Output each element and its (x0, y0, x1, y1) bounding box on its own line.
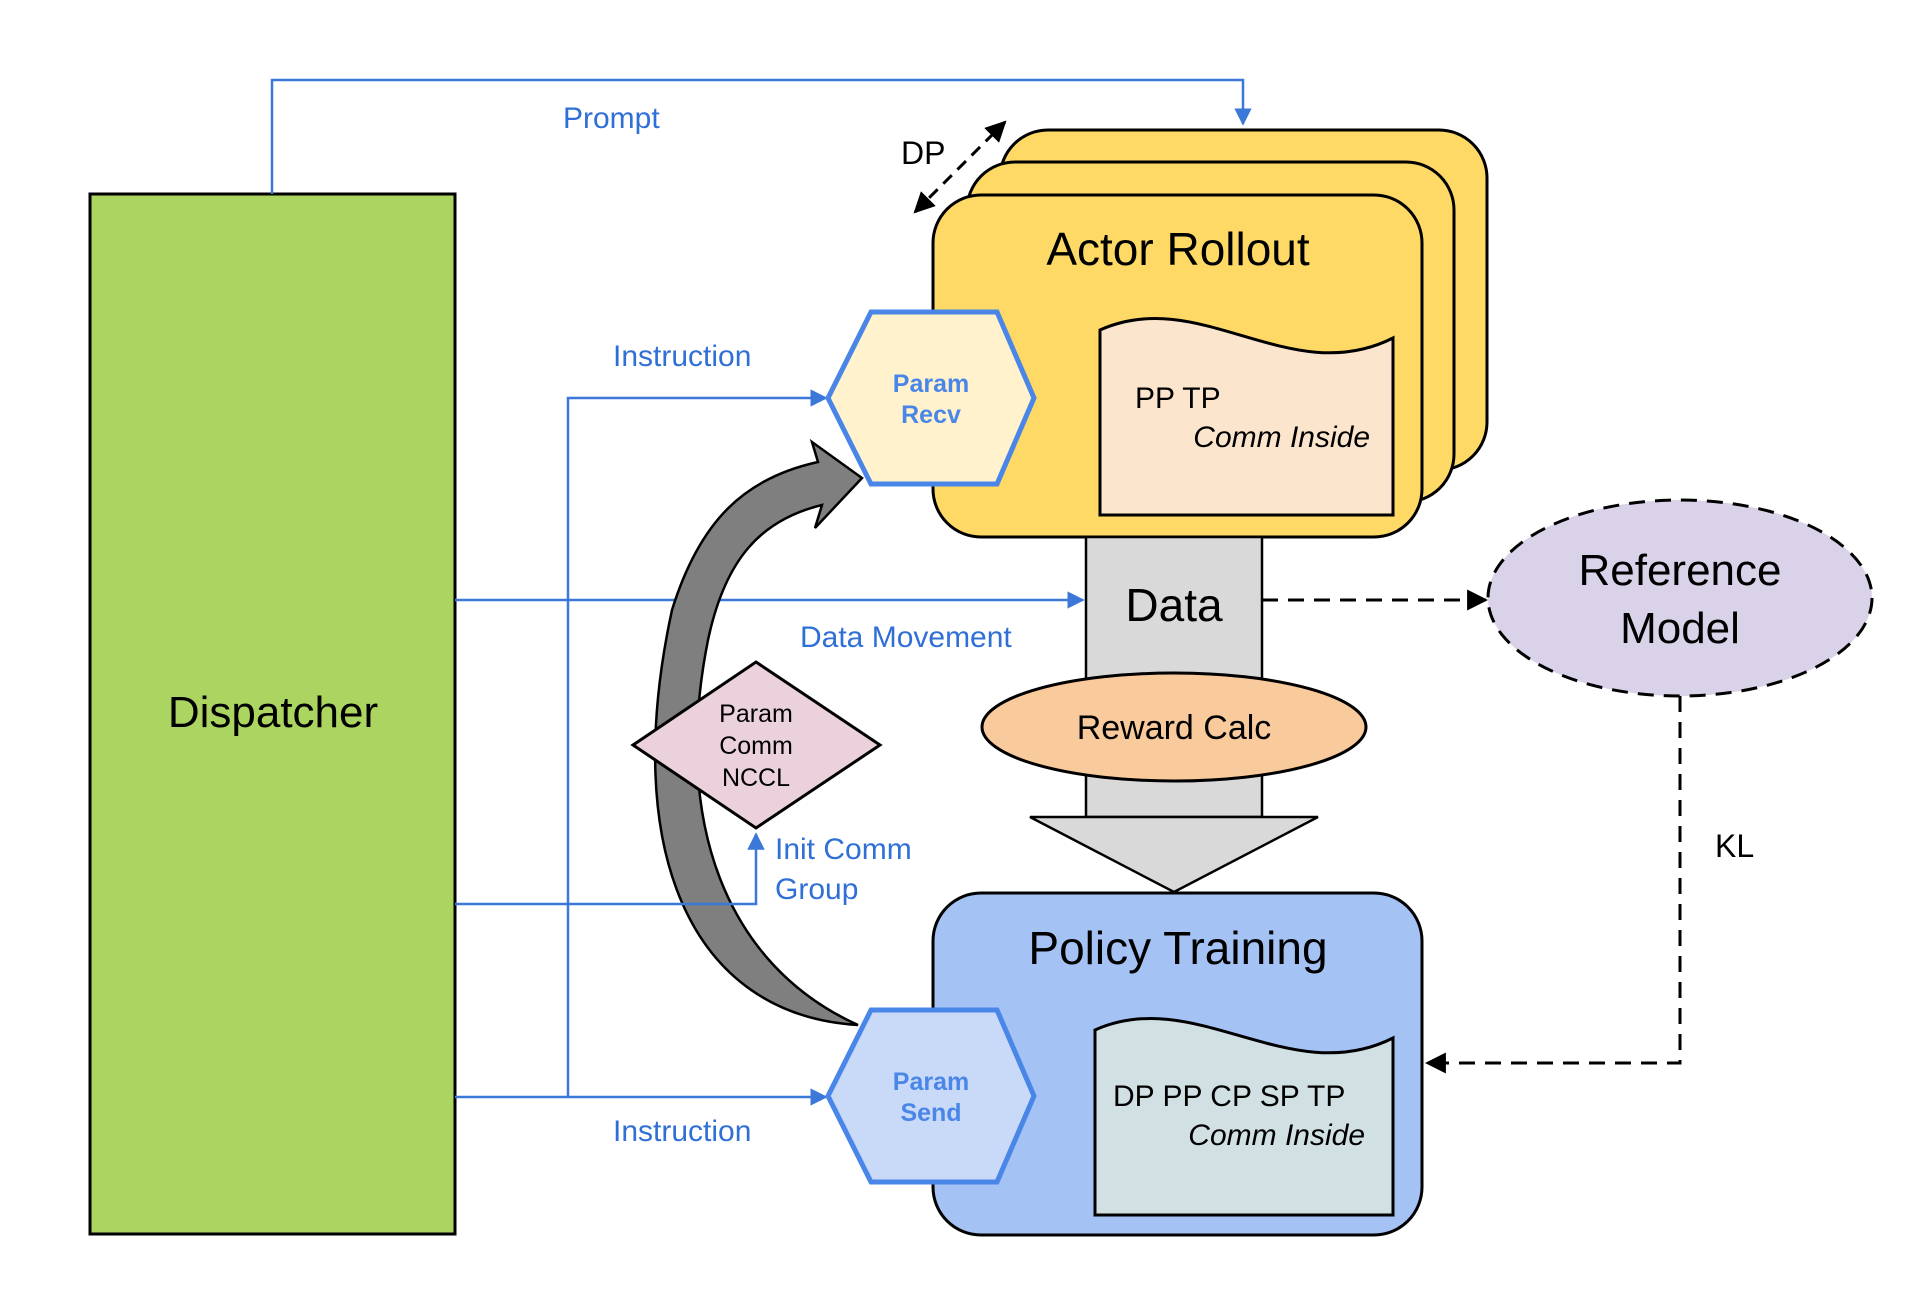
reward-calc-ellipse (980, 671, 1368, 783)
instruction-top-label: Instruction (613, 340, 751, 373)
dispatcher-label: Dispatcher (168, 688, 378, 737)
kl-label: KL (1715, 828, 1754, 864)
policy-parallel-doc (1093, 1017, 1395, 1217)
dispatcher-box (88, 192, 457, 1236)
policy-comm-label: Comm Inside (1188, 1119, 1365, 1152)
param-recv-hexagon (825, 309, 1037, 487)
init-comm-label-2: Group (775, 873, 858, 906)
actor-comm-label: Comm Inside (1193, 421, 1370, 454)
param-comm-line-3: NCCL (722, 764, 790, 792)
data-flow-head (1029, 815, 1319, 894)
param-comm-diamond (630, 660, 883, 830)
instruction-bottom-label: Instruction (613, 1115, 751, 1148)
init-comm-label-1: Init Comm (775, 833, 912, 866)
param-send-line-1: Param (893, 1068, 969, 1096)
instruction-top-edge (566, 389, 828, 1097)
param-recv-line-1: Param (893, 370, 969, 398)
kl-edge (1424, 696, 1682, 1074)
reward-calc-label: Reward Calc (1077, 709, 1272, 747)
data-label: Data (1125, 579, 1223, 631)
policy-parallel-label: DP PP CP SP TP (1113, 1080, 1345, 1113)
param-send-line-2: Send (900, 1099, 961, 1127)
reference-model-ellipse (1486, 498, 1874, 698)
dp-arrow (913, 120, 1007, 214)
prompt-edge (270, 78, 1252, 194)
dp-label: DP (901, 135, 945, 171)
reference-model-line-1: Reference (1578, 546, 1781, 595)
param-comm-line-2: Comm (719, 732, 793, 760)
actor-rollout-title: Actor Rollout (1046, 223, 1310, 275)
reference-model-line-2: Model (1620, 604, 1740, 653)
policy-training-title: Policy Training (1028, 922, 1327, 974)
init-comm-edge (455, 832, 765, 906)
param-send-hexagon (825, 1007, 1037, 1185)
prompt-label: Prompt (563, 102, 660, 135)
param-comm-line-1: Param (719, 700, 793, 728)
actor-parallel-doc (1098, 317, 1395, 517)
param-recv-line-2: Recv (901, 401, 961, 429)
actor-parallel-label: PP TP (1135, 382, 1221, 415)
data-movement-label: Data Movement (800, 621, 1012, 654)
param-sync-curved-arrow (653, 438, 864, 1027)
